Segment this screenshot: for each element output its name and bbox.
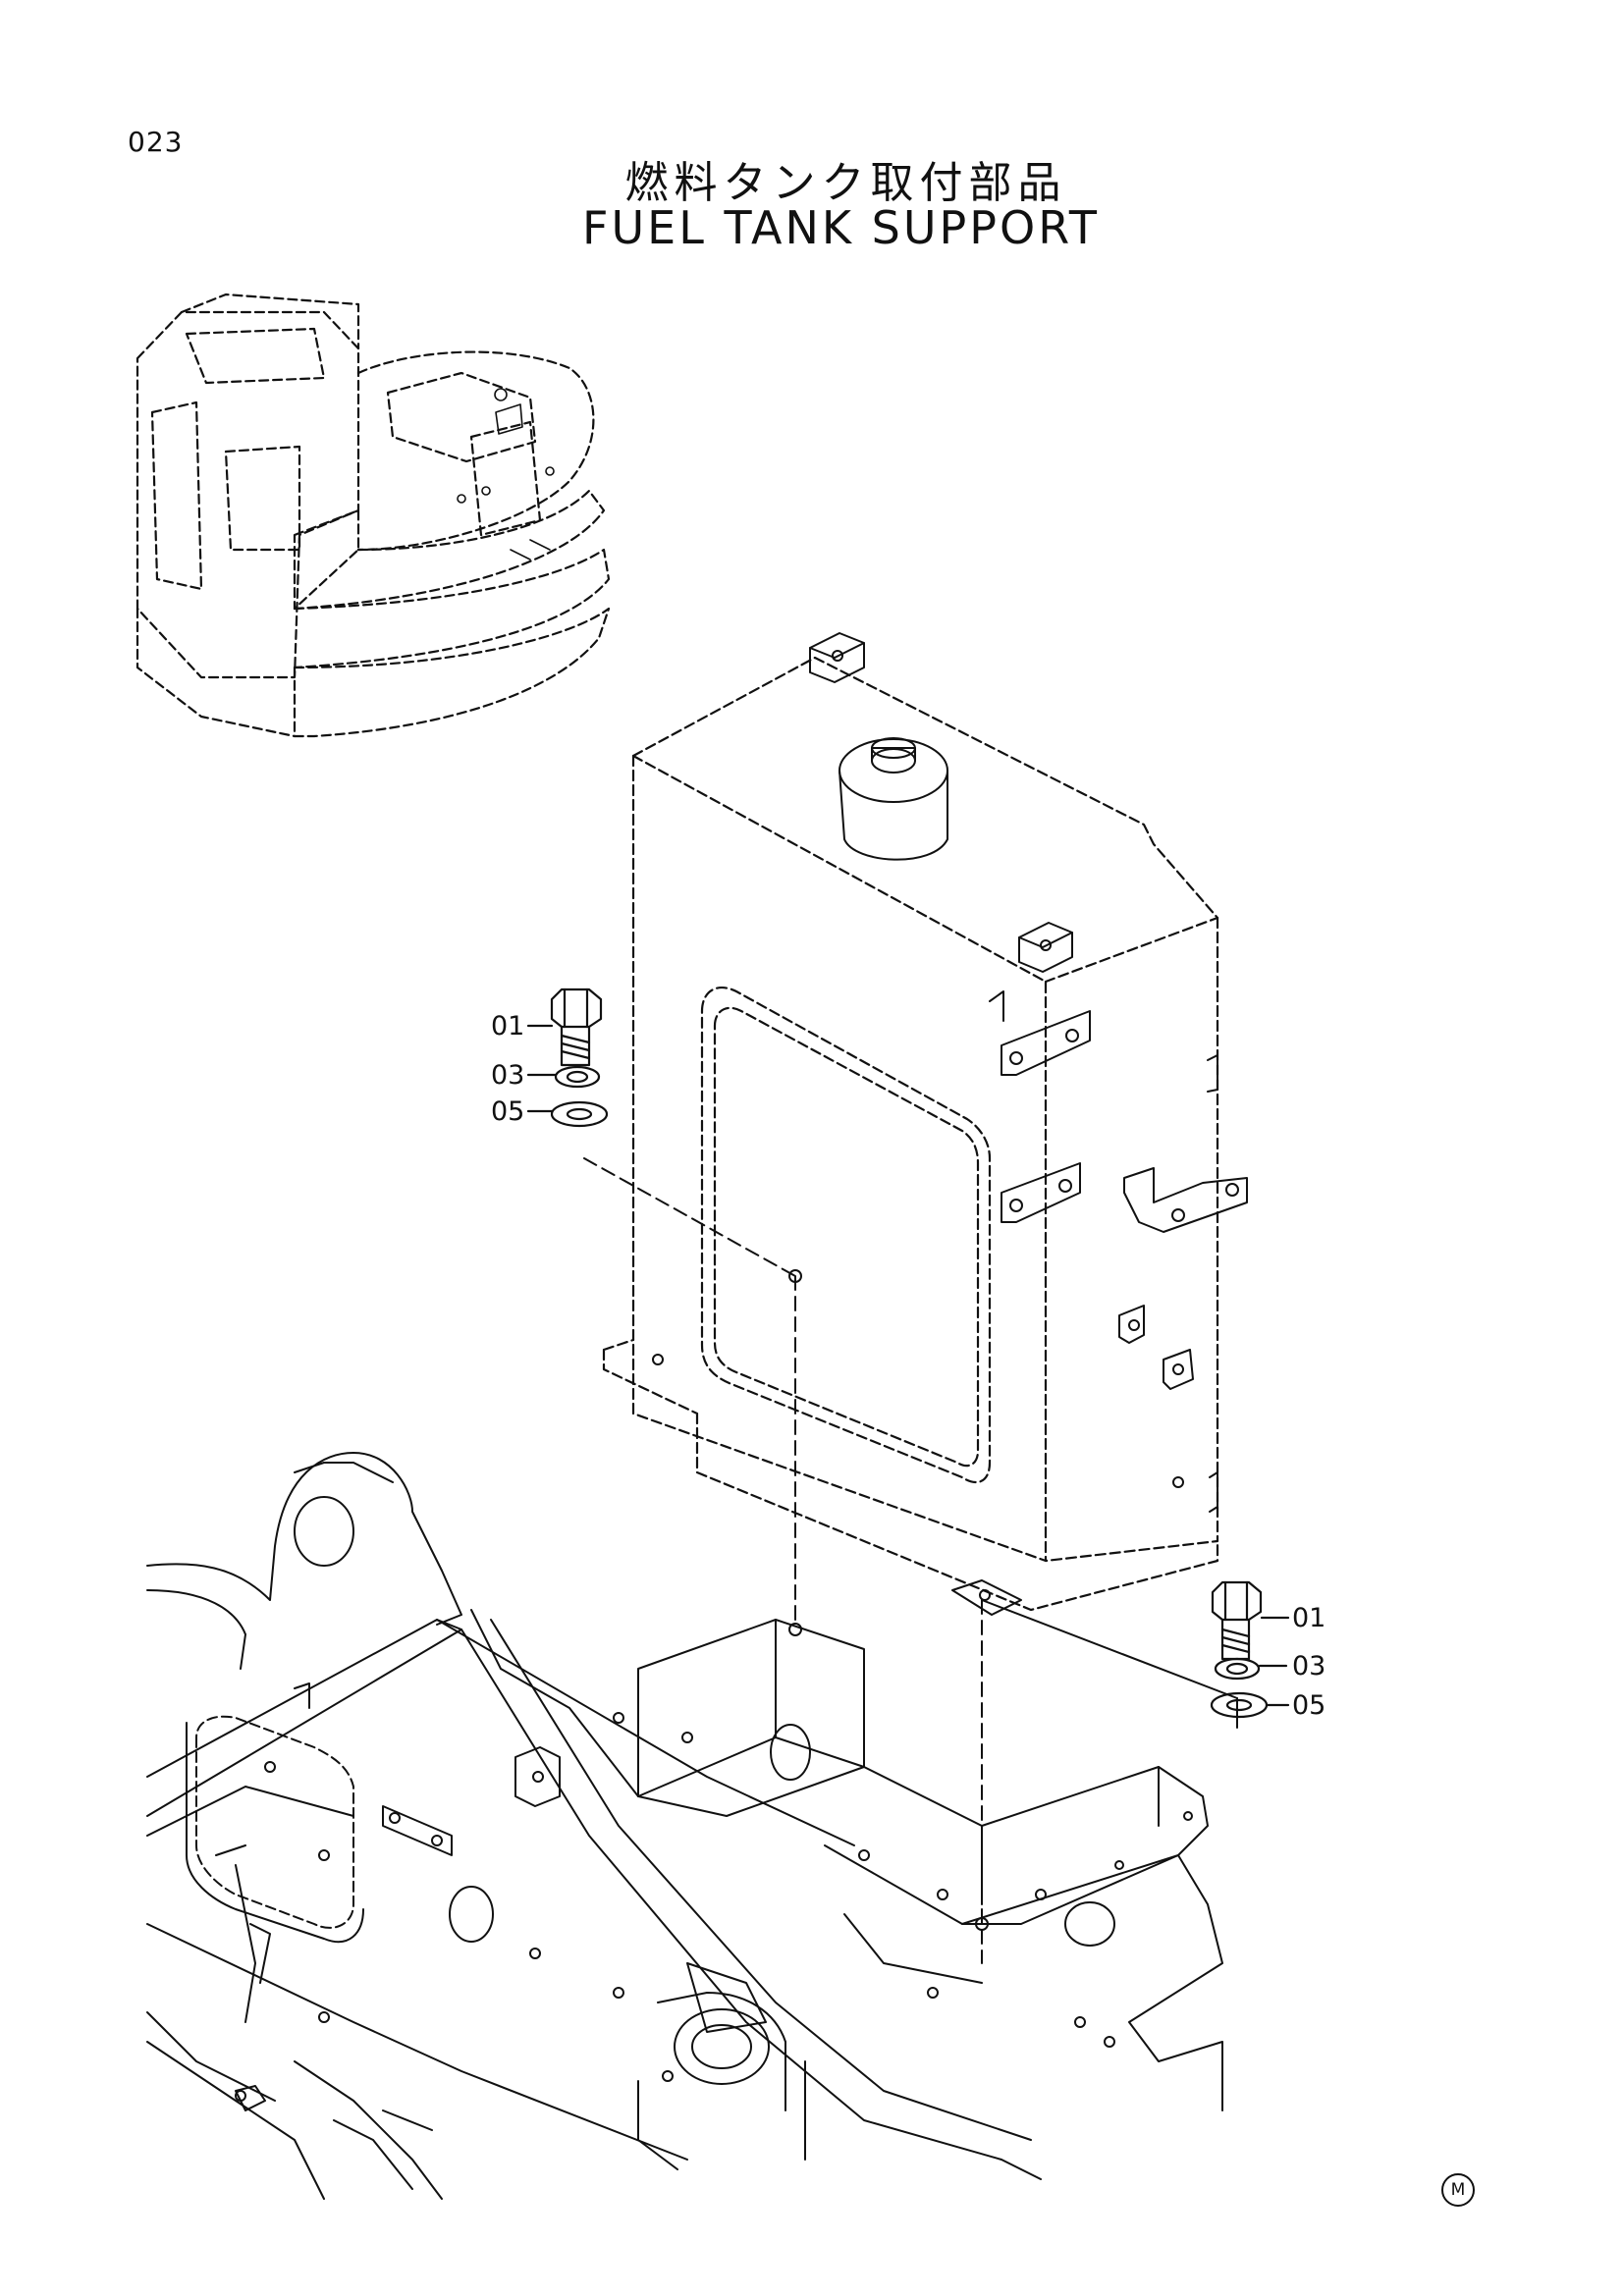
diagram-title-english: FUEL TANK SUPPORT bbox=[582, 201, 1100, 254]
tank-mount-plate bbox=[951, 1579, 1022, 1616]
assembly-leader-lines bbox=[583, 1157, 983, 1964]
tank-front-face bbox=[631, 754, 1048, 1563]
boom-bracket bbox=[146, 1452, 462, 1626]
cab-front-lower bbox=[293, 508, 360, 611]
deck-side bbox=[135, 607, 297, 738]
inset-detail-marks bbox=[457, 388, 555, 561]
cab-body bbox=[135, 310, 360, 679]
page-number: 023 bbox=[128, 126, 184, 158]
right-leader-line bbox=[981, 1599, 1238, 1729]
tank-right-face bbox=[1044, 916, 1219, 1563]
deck-upper bbox=[356, 350, 595, 552]
callout-left-plain-washer: 05 bbox=[491, 1096, 524, 1127]
tank-brackets bbox=[652, 990, 1248, 1513]
spring-washer-icon bbox=[554, 1065, 601, 1089]
cab-window-side bbox=[224, 445, 301, 552]
plain-washer-icon bbox=[1210, 1691, 1269, 1719]
callout-right-bolt: 01 bbox=[1292, 1603, 1325, 1633]
deck-ring-1 bbox=[293, 489, 606, 611]
fuel-tank bbox=[602, 656, 1219, 1612]
spring-washer-icon bbox=[1214, 1657, 1261, 1681]
tank-top-lugs bbox=[809, 632, 1073, 973]
upper-frame bbox=[146, 1452, 1223, 2200]
cab-roof-panel bbox=[185, 327, 326, 385]
diagram-title-japanese: 燃料タンク取付部品 bbox=[624, 158, 1067, 208]
right-hardware-stack bbox=[1210, 1580, 1290, 1719]
callout-right-spring-washer: 03 bbox=[1292, 1651, 1325, 1682]
tank-base-flange bbox=[602, 1338, 1219, 1612]
cab-window-front bbox=[150, 400, 203, 591]
bolt-icon bbox=[550, 988, 603, 1029]
deck-ring-2 bbox=[293, 548, 611, 669]
tank-top-face bbox=[631, 656, 1219, 984]
deck-ring-3 bbox=[293, 607, 611, 738]
cab-roof bbox=[180, 293, 360, 350]
bolt-icon bbox=[1211, 1580, 1263, 1622]
cross-beam bbox=[637, 1619, 865, 1817]
callout-right-plain-washer: 05 bbox=[1292, 1690, 1325, 1721]
callout-left-spring-washer: 03 bbox=[491, 1060, 524, 1091]
machine-overview-inset bbox=[135, 293, 611, 738]
maker-mark: M bbox=[1441, 2173, 1475, 2207]
hood bbox=[386, 371, 537, 463]
tank-inspection-panel bbox=[700, 986, 992, 1484]
plain-washer-icon bbox=[550, 1100, 609, 1128]
filler-cap bbox=[839, 737, 948, 861]
hood-box bbox=[469, 420, 542, 537]
mount-hole-left bbox=[788, 1269, 802, 1283]
callout-left-bolt: 01 bbox=[491, 1011, 524, 1041]
left-hardware-stack bbox=[526, 988, 609, 1128]
tank-inspection-panel-inner bbox=[713, 1006, 980, 1468]
